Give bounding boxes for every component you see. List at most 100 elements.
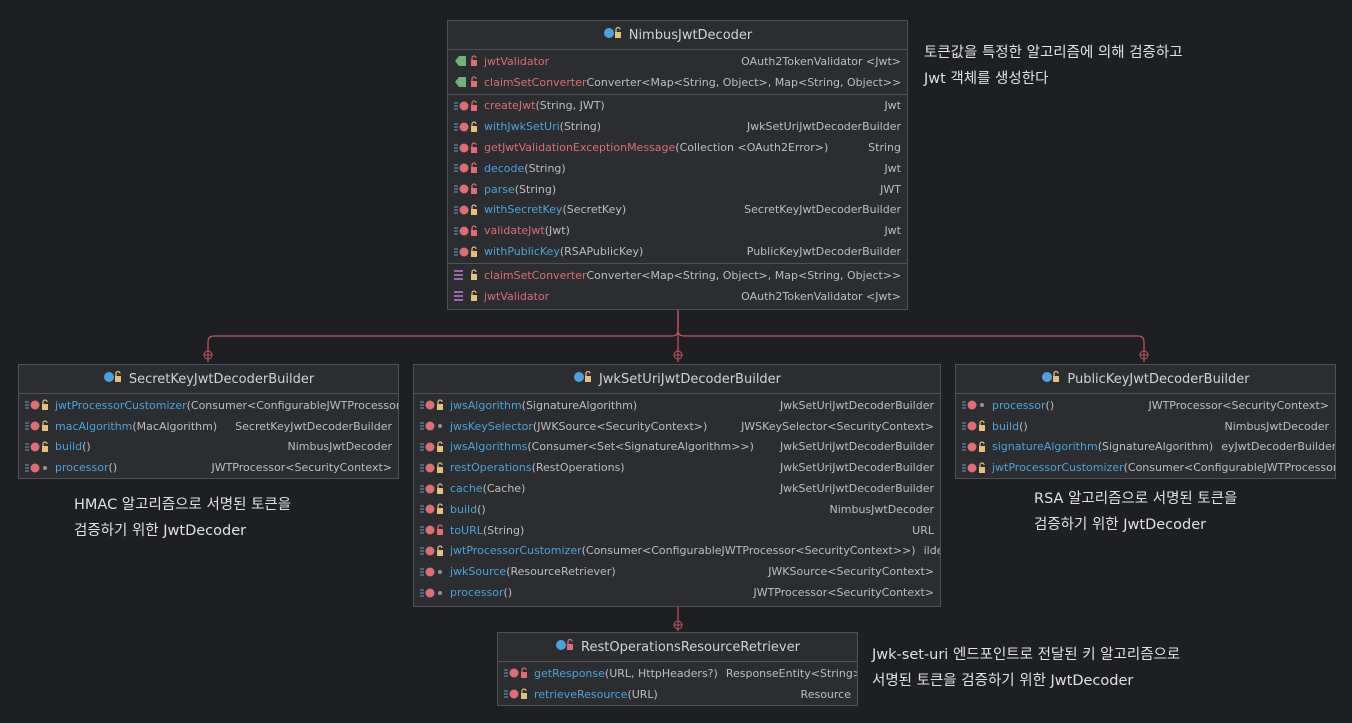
member-row[interactable]: processor()JWTProcessor<SecurityContext> <box>956 395 1335 416</box>
member-type: URL <box>912 523 934 537</box>
member-type: ilder <box>923 544 940 558</box>
member-args: (SignatureAlgorithm) <box>521 398 638 412</box>
member-type: JWT <box>880 182 901 196</box>
member-row[interactable]: build()NimbusJwtDecoder <box>956 416 1335 437</box>
member-row[interactable]: getJwtValidationExceptionMessage(Collect… <box>448 137 907 158</box>
method-public-icon <box>25 399 48 411</box>
member-row[interactable]: withJwkSetUri(String)JwkSetUriJwtDecoder… <box>448 116 907 137</box>
class-title: SecretKeyJwtDecoderBuilder <box>128 371 315 387</box>
member-type: JWTProcessor<SecurityContext> <box>753 586 934 600</box>
class-header: SecretKeyJwtDecoderBuilder <box>19 365 398 394</box>
member-args: Converter<Map<String, Object>, Map<Strin… <box>586 268 902 282</box>
member-icon <box>962 420 992 432</box>
member-icon <box>962 462 992 474</box>
member-row[interactable]: decode(String)Jwt <box>448 158 907 179</box>
member-type: NimbusJwtDecoder <box>287 440 392 454</box>
member-args: (URL, HttpHeaders?) <box>604 666 718 680</box>
class-secret-key-jwt-decoder-builder[interactable]: SecretKeyJwtDecoderBuilder jwtProcessorCu… <box>18 364 399 479</box>
member-type: ResponseEntity<String> <box>725 666 857 680</box>
member-row[interactable]: cache(Cache)JwkSetUriJwtDecoderBuilder <box>414 478 940 499</box>
member-icon <box>420 420 450 432</box>
member-name: getJwtValidationExceptionMessage <box>484 141 676 155</box>
member-row[interactable]: getResponse(URL, HttpHeaders?) ResponseEn… <box>498 663 857 684</box>
class-header: JwkSetUriJwtDecoderBuilder <box>414 365 940 394</box>
member-row[interactable]: withPublicKey(RSAPublicKey)PublicKeyJwtD… <box>448 241 907 262</box>
member-row[interactable]: jwkSource(ResourceRetriever)JWKSource<Se… <box>414 561 940 582</box>
member-args: (JWKSource<SecurityContext>) <box>532 419 708 433</box>
member-name: jwsAlgorithms <box>450 440 528 454</box>
member-row[interactable]: restOperations(RestOperations)JwkSetUriJ… <box>414 457 940 478</box>
member-args: (String) <box>514 182 557 196</box>
member-row[interactable]: validateJwt(Jwt)Jwt <box>448 220 907 241</box>
member-name: getResponse <box>534 666 605 680</box>
method-public-icon <box>420 545 443 556</box>
member-name: jwtValidator <box>484 54 550 68</box>
member-type: JWTProcessor<SecurityContext> <box>1148 398 1329 412</box>
member-row[interactable]: jwtProcessorCustomizer(Consumer<Configur… <box>956 457 1335 478</box>
member-icon <box>454 76 484 88</box>
member-row[interactable]: processor()JWTProcessor<SecurityContext> <box>414 582 940 603</box>
member-icon <box>420 441 450 453</box>
member-row[interactable]: jwsAlgorithms(Consumer<Set<SignatureAlgo… <box>414 437 940 458</box>
method-public-icon <box>420 462 443 473</box>
member-type: Jwt <box>884 99 901 113</box>
member-type: SecretKeyJwtDecoderBuilder <box>235 419 392 433</box>
member-row[interactable]: parse(String)JWT <box>448 179 907 200</box>
method-public-icon <box>962 420 985 432</box>
member-icon <box>420 524 450 536</box>
member-row[interactable]: jwsAlgorithm(SignatureAlgorithm)JwkSetUr… <box>414 395 940 416</box>
note-line: RSA 알고리즘으로 서명된 토큰을 <box>1034 491 1238 507</box>
member-type: SecretKeyJwtDecoderBuilder <box>744 203 901 217</box>
member-type: JwkSetUriJwtDecoderBuilder <box>779 398 934 412</box>
member-args: () <box>1019 419 1028 433</box>
member-args: (SecretKey) <box>562 203 627 217</box>
note-line: HMAC 알고리즘으로 서명된 토큰을 <box>74 497 292 513</box>
class-header: NimbusJwtDecoder <box>448 21 907 50</box>
method-private-icon <box>454 162 477 174</box>
member-args: (SignatureAlgorithm) <box>1097 440 1214 454</box>
member-type: JwkSetUriJwtDecoderBuilder <box>779 482 934 496</box>
member-row[interactable]: jwtProcessorCustomizer(Consumer<Configur… <box>19 395 398 416</box>
member-row[interactable]: jwsKeySelector(JWKSource<SecurityContext… <box>414 416 940 437</box>
class-title: RestOperationsResourceRetriever <box>581 639 800 655</box>
member-row[interactable]: signatureAlgorithm(SignatureAlgorithm)ey… <box>956 437 1335 458</box>
member-row[interactable]: createJwt(String, JWT)Jwt <box>448 96 907 117</box>
member-row[interactable]: toURL(String)URL <box>414 520 940 541</box>
member-type: PublicKeyJwtDecoderBuilder <box>746 245 901 259</box>
method-public-icon <box>454 204 477 215</box>
member-args: (Collection <OAuth2Error>) <box>675 141 829 155</box>
class-rest-operations-resource-retriever[interactable]: RestOperationsResourceRetriever getRespon… <box>497 632 858 706</box>
member-args: (MacAlgorithm) <box>132 419 218 433</box>
class-icon <box>1042 370 1060 382</box>
member-icon <box>420 399 450 411</box>
member-row[interactable]: build()NimbusJwtDecoder <box>19 437 398 458</box>
class-icon <box>573 370 593 388</box>
member-row[interactable]: macAlgorithm(MacAlgorithm)SecretKeyJwtDe… <box>19 416 398 437</box>
member-name: build <box>55 440 83 454</box>
member-type: JWKSource<SecurityContext> <box>768 565 934 579</box>
member-row[interactable]: build()NimbusJwtDecoder <box>414 499 940 520</box>
member-name: build <box>450 502 478 516</box>
field-private-icon <box>455 55 477 67</box>
member-icon <box>454 183 484 195</box>
member-args: () <box>1045 398 1055 412</box>
member-row[interactable]: withSecretKey(SecretKey)SecretKeyJwtDeco… <box>448 200 907 221</box>
method-private-icon <box>454 183 477 195</box>
method-package-icon <box>25 463 47 473</box>
class-icon <box>573 370 591 382</box>
member-row[interactable]: jwtProcessorCustomizer(Consumer<Configur… <box>414 541 940 562</box>
member-row[interactable]: retrieveResource(URL)Resource <box>498 684 857 705</box>
property-icon <box>454 269 477 281</box>
member-row[interactable]: processor()JWTProcessor<SecurityContext> <box>19 457 398 478</box>
member-icon <box>420 482 450 495</box>
member-icon <box>420 462 450 474</box>
